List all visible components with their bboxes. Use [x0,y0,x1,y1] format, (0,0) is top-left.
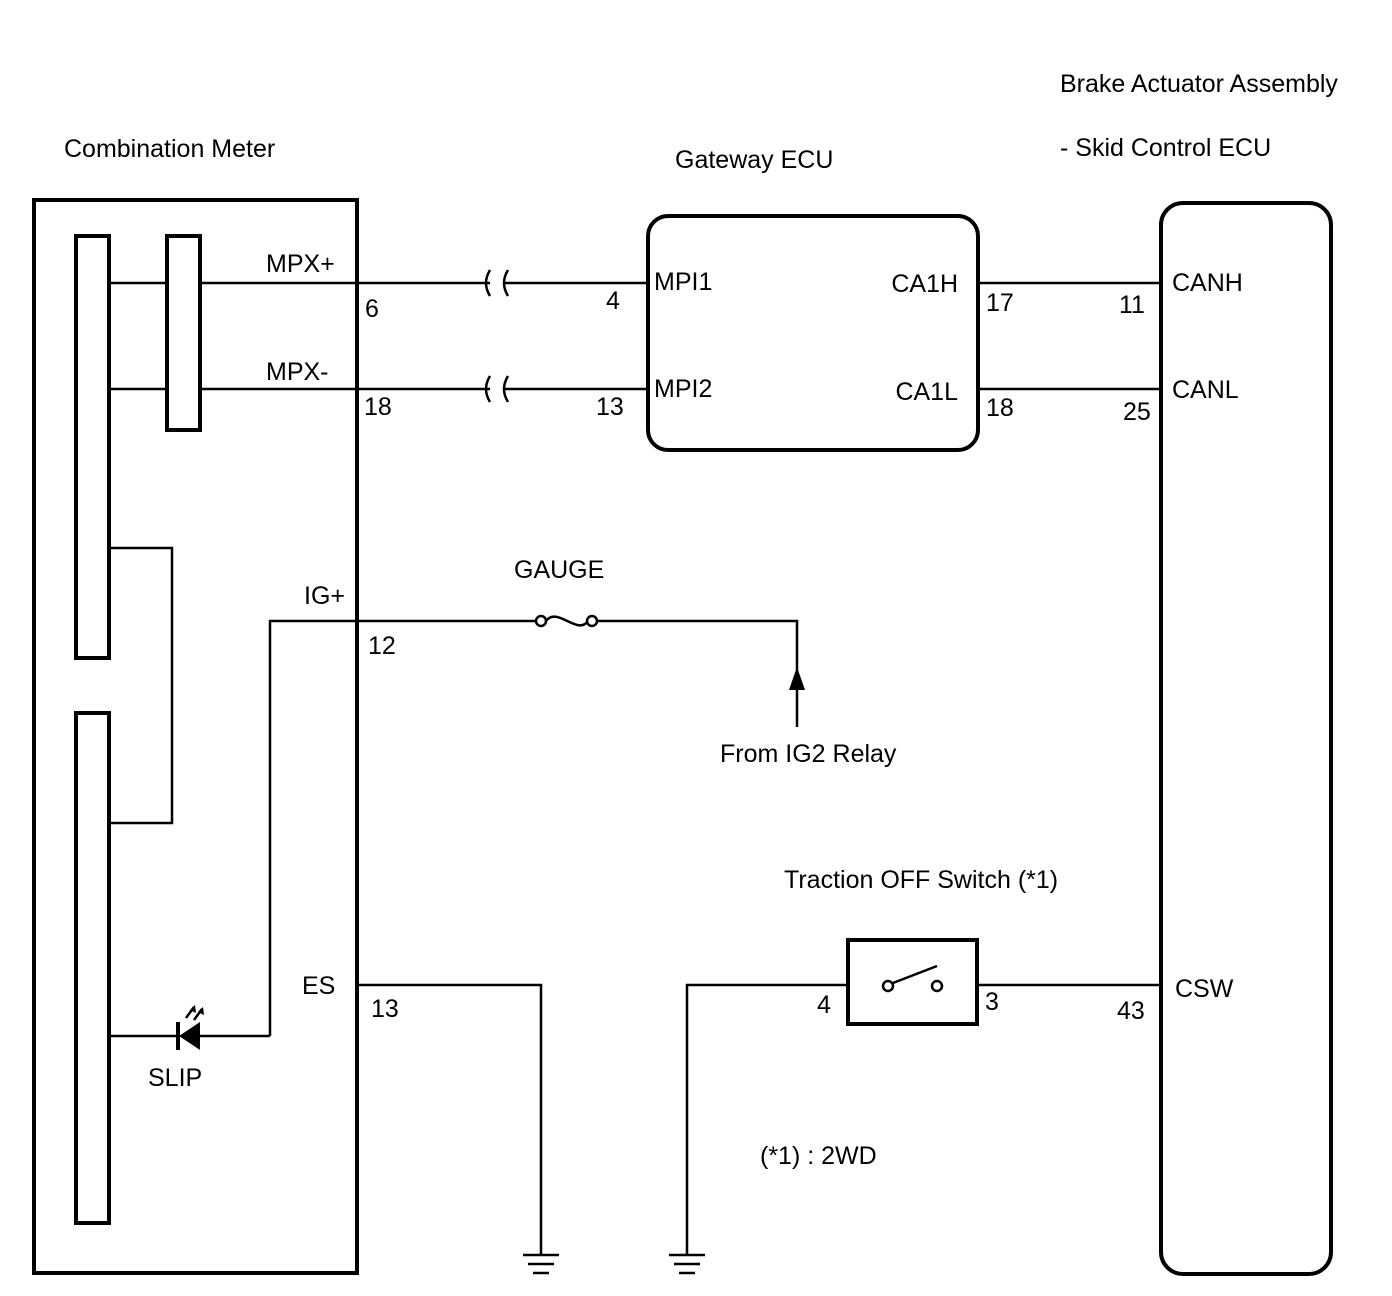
pin-switch-4: 4 [817,991,831,1019]
pin-gateway-4: 4 [606,287,620,315]
traction-switch-label: Traction OFF Switch (*1) [784,866,1058,894]
pin-gateway-17: 17 [986,289,1014,317]
traction-off-switch [846,938,979,1026]
mpx-minus-wire [200,375,648,403]
meter-block-upper [74,234,111,660]
meter-comm-ic [165,234,202,432]
ground-icon [523,1253,559,1275]
terminal-es: ES [302,972,335,1000]
terminal-csw: CSW [1175,975,1234,1003]
terminal-canl: CANL [1172,376,1239,404]
terminal-canh: CANH [1172,269,1243,297]
slip-indicator-led [109,1005,270,1050]
terminal-mpx-minus: MPX- [266,358,329,386]
pin-switch-3: 3 [985,988,999,1016]
pin-skid-25: 25 [1123,398,1151,426]
pin-skid-43: 43 [1117,997,1145,1025]
ig-plus-internal-wire [268,619,357,1036]
es-ground-wire [357,983,543,1255]
fuse-gauge-label: GAUGE [514,556,604,584]
switch-contact-icon [881,979,895,993]
combination-meter: SLIP MPX+ MPX- IG+ ES [32,198,359,1275]
terminal-ca1l: CA1L [895,378,958,406]
pin-gateway-13: 13 [596,393,624,421]
pin-meter-6: 6 [365,295,379,323]
pin-meter-13: 13 [371,995,399,1023]
brake-actuator-title: Brake Actuator Assembly [1060,70,1338,98]
meter-internal-link [109,546,174,825]
skid-control-ecu-box [1159,201,1333,1276]
pin-gateway-18: 18 [986,394,1014,422]
gateway-ecu-title: Gateway ECU [675,146,833,174]
ig2-relay-label: From IG2 Relay [720,740,897,768]
arrow-up-icon [789,667,805,690]
switch-ground-wire [685,983,848,1255]
fuse-gauge [534,614,548,628]
gateway-ecu-box [646,214,980,452]
skid-control-ecu: CANH CANL CSW [1159,201,1333,1276]
combination-meter-title: Combination Meter [64,135,275,163]
terminal-ig-plus: IG+ [304,582,345,610]
ig-plus-wire [357,614,805,727]
gateway-ecu: MPI1 MPI2 CA1H CA1L [646,214,980,452]
terminal-mpi2: MPI2 [654,375,712,403]
terminal-ca1h: CA1H [891,270,958,298]
terminal-mpx-plus: MPX+ [266,250,335,278]
meter-block-lower [74,711,111,1225]
terminal-mpi1: MPI1 [654,268,712,296]
ground-icon [669,1253,705,1275]
pin-meter-12: 12 [368,632,396,660]
footnote: (*1) : 2WD [760,1142,877,1170]
pin-skid-11: 11 [1119,291,1145,319]
mpx-plus-wire [200,269,648,297]
pin-meter-18: 18 [364,393,392,421]
slip-indicator-label: SLIP [148,1064,202,1092]
skid-control-ecu-title: - Skid Control ECU [1060,134,1271,162]
